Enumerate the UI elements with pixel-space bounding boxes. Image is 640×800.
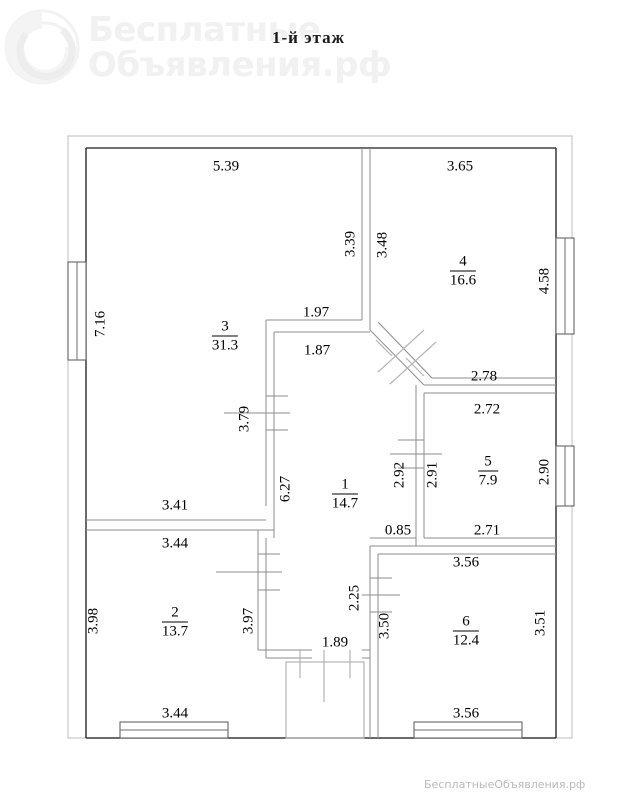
footer-watermark: БесплатныеОбъявления.рф <box>424 778 586 791</box>
room-area: 13.7 <box>161 623 189 640</box>
dimension-label: 3.44 <box>161 705 189 722</box>
window-left-room3 <box>67 261 87 361</box>
watermark-text-bottom: Объявления.рф <box>88 45 392 85</box>
dimension-label: 6.27 <box>277 475 294 503</box>
diagonal-wall-hatch-icon <box>375 329 437 385</box>
room-area: 7.9 <box>478 472 498 489</box>
dimension-label: 5.39 <box>212 158 240 175</box>
room-area: 12.4 <box>452 632 480 649</box>
window-right-room4 <box>555 237 575 335</box>
window-bottom-room2 <box>119 721 229 739</box>
dimension-label: 2.25 <box>346 584 363 612</box>
dimension-label: 3.98 <box>85 607 102 635</box>
room-number: 5 <box>478 454 498 472</box>
room-number: 3 <box>211 319 239 337</box>
building-outer-outline <box>67 135 573 739</box>
room-number: 2 <box>161 605 189 623</box>
dimension-label: 3.39 <box>342 230 359 258</box>
window-bottom-room6 <box>413 721 523 739</box>
entrance-porch <box>285 650 365 739</box>
dimension-label: 3.97 <box>240 607 257 635</box>
dimension-label: 1.97 <box>302 304 330 321</box>
room-area: 16.6 <box>449 272 477 289</box>
room-area: 31.3 <box>211 337 239 354</box>
dimension-label: 2.71 <box>473 522 501 539</box>
dimension-label: 3.56 <box>452 705 480 722</box>
watermark-text-top: Бесплатные <box>88 10 321 50</box>
dimension-label: 3.50 <box>376 612 393 640</box>
interior-walls <box>86 148 556 738</box>
page-title: 1-й этаж <box>272 28 345 47</box>
dimension-label: 3.79 <box>236 405 253 433</box>
dimension-label: 1.87 <box>303 342 331 359</box>
dimension-label: 3.51 <box>532 609 549 637</box>
dimension-label: 2.72 <box>473 401 501 418</box>
dimension-label: 7.16 <box>92 310 109 338</box>
dimension-label: 1.89 <box>321 634 349 651</box>
dimension-label: 3.56 <box>452 554 480 571</box>
dimension-label: 2.78 <box>470 368 498 385</box>
room-number: 6 <box>452 614 480 632</box>
dimension-label: 3.65 <box>446 158 474 175</box>
dimension-label: 3.44 <box>161 535 189 552</box>
window-right-room5 <box>555 445 575 507</box>
room-number: 1 <box>331 477 359 495</box>
dimension-label: 2.90 <box>536 458 553 486</box>
dimension-label: 4.58 <box>536 267 553 295</box>
dimension-label: 0.85 <box>384 522 412 539</box>
dimension-label: 2.91 <box>424 461 441 489</box>
room-number: 4 <box>449 254 477 272</box>
door-openings <box>216 395 442 613</box>
dimension-label: 2.92 <box>391 461 408 489</box>
dimension-label: 3.41 <box>161 497 189 514</box>
room-area: 14.7 <box>331 495 359 512</box>
dimension-label: 3.48 <box>374 231 391 259</box>
